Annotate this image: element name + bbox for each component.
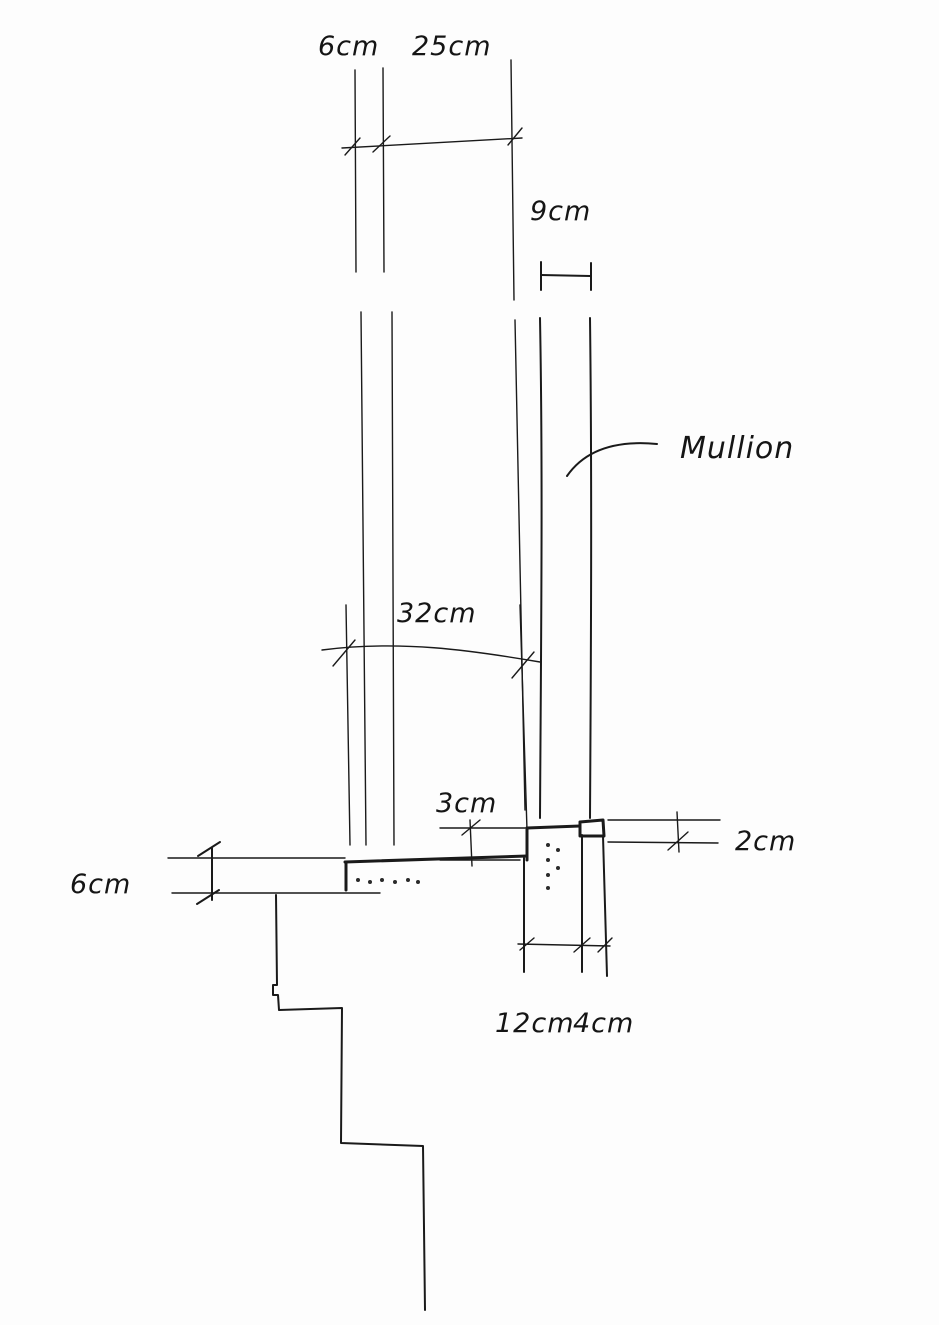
- label-3cm: 3cm: [436, 788, 497, 819]
- mullion-base-dimension: [607, 811, 721, 853]
- frame-depth-dimension: [517, 937, 613, 953]
- label-32cm: 32cm: [397, 598, 477, 629]
- sill-step-dimension: [439, 819, 526, 867]
- top-dimension-line: [341, 127, 523, 156]
- label-25cm: 25cm: [412, 31, 492, 62]
- frame-lower: [523, 834, 608, 977]
- mullion-width-dimension: [540, 261, 592, 291]
- sill-fill-dots: [356, 843, 560, 890]
- slab-thickness-dimension: [196, 841, 221, 905]
- mullion-leader: [566, 442, 658, 477]
- label-mullion: Mullion: [680, 431, 794, 466]
- label-6cm-top: 6cm: [318, 31, 379, 62]
- label-6cm-left: 6cm: [70, 869, 131, 900]
- label-4cm: 4cm: [573, 1008, 634, 1039]
- label-9cm: 9cm: [530, 196, 591, 227]
- mullion: [539, 317, 593, 819]
- sill-width-dimension: [321, 639, 541, 679]
- label-12cm: 12cm: [495, 1008, 575, 1039]
- slab-lines: [167, 857, 381, 894]
- wall-profile: [272, 894, 426, 1311]
- label-2cm: 2cm: [735, 826, 796, 857]
- upper-extension-lines: [345, 59, 528, 846]
